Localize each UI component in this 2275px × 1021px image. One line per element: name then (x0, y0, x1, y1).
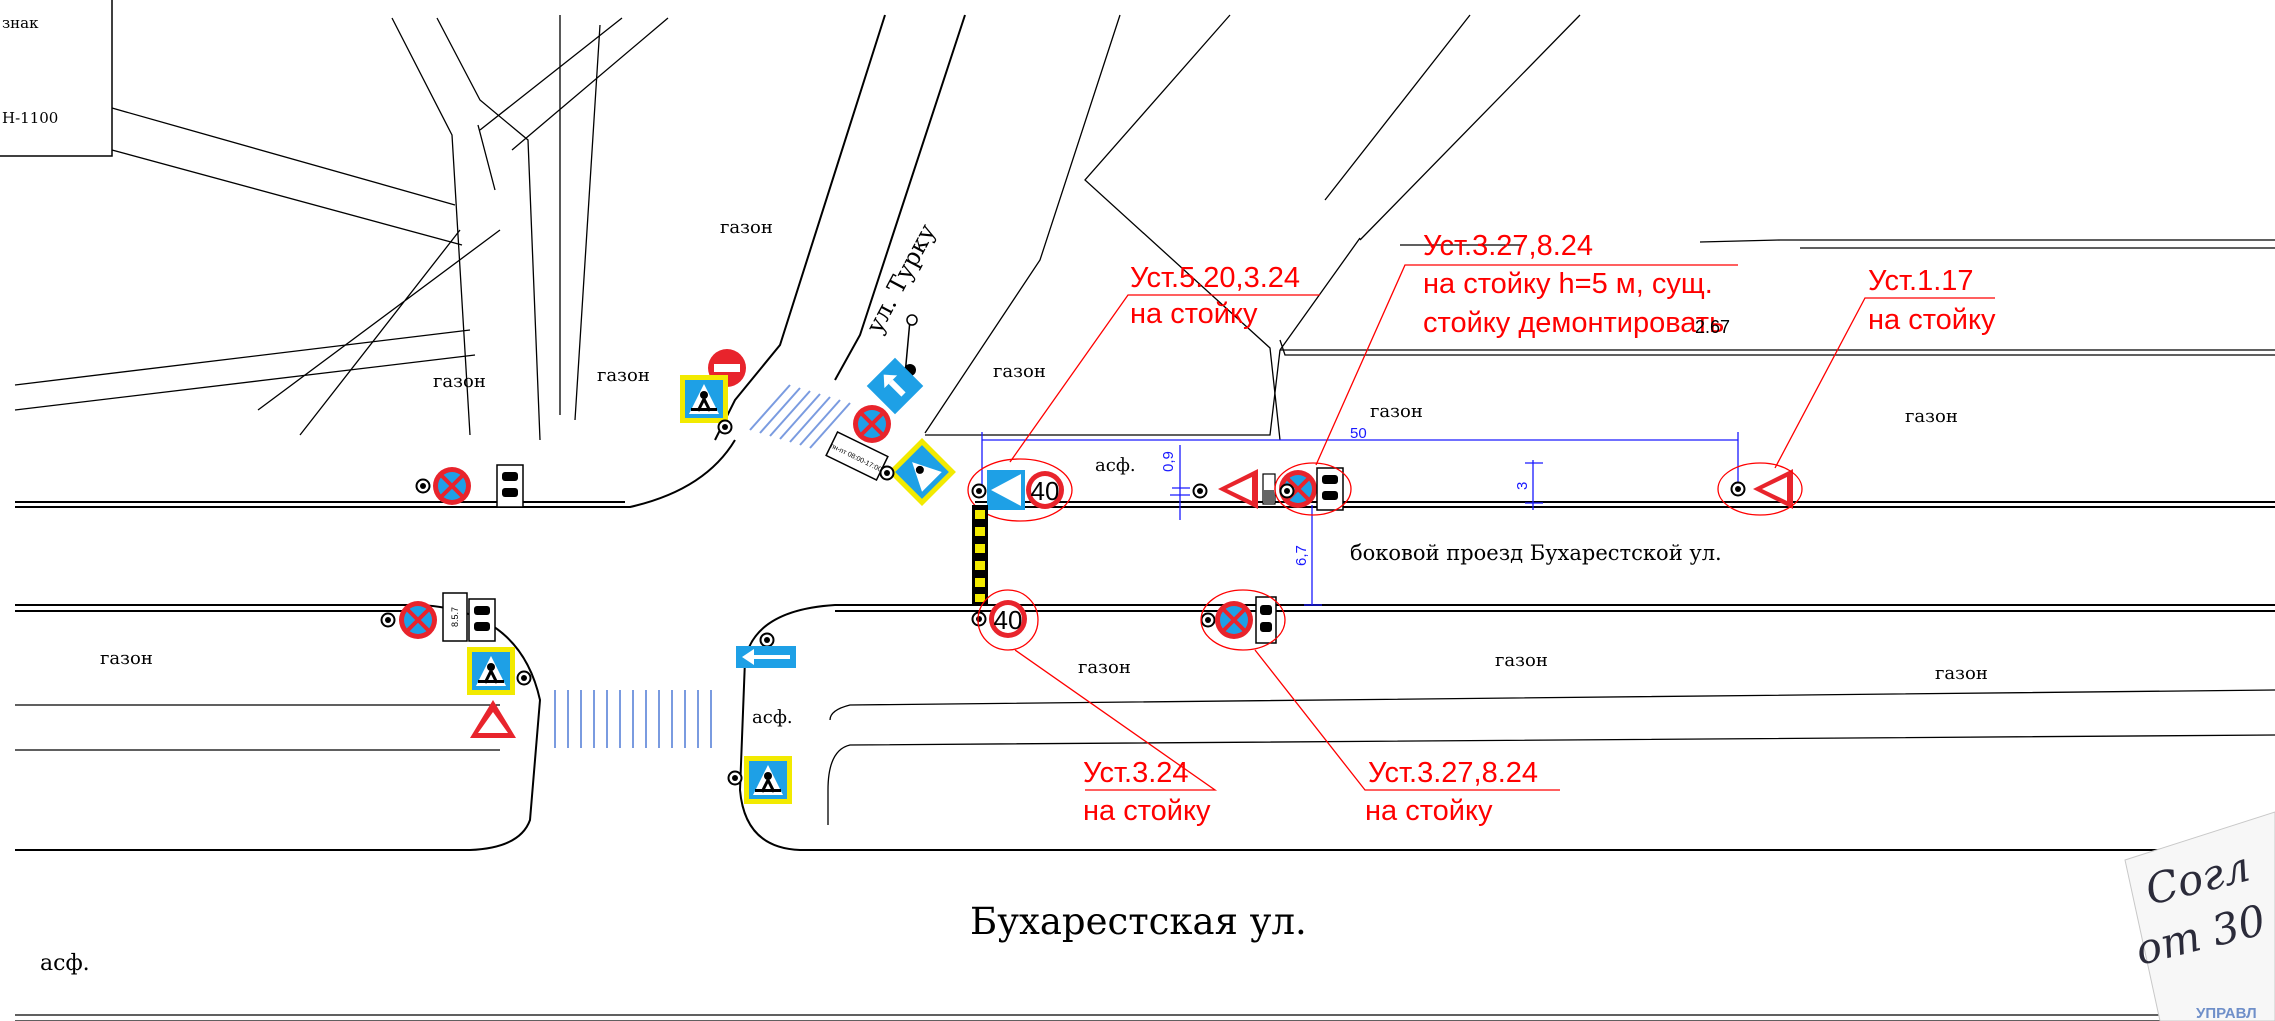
asphalt-label-3: асф. (40, 951, 90, 976)
barrier (972, 505, 988, 605)
pedestrian-crossing-sign-icon (678, 373, 730, 425)
title-block: знак Н-1100 (0, 0, 113, 157)
dimension-lines: 50 0,9 3 6,7 (981, 425, 1739, 606)
pole-icon (415, 478, 431, 494)
no-stopping-sign-icon (851, 403, 893, 445)
plate-857-text: 8.5.7 (450, 607, 460, 627)
annotation-a2: Уст.3.27,8.24 на стойку h=5 м, сущ. стой… (1423, 230, 1730, 339)
lane-direction-sign-icon (736, 646, 796, 668)
pedestrian-crossing-sign-icon (742, 754, 794, 806)
street-name-turku: ул. Турку (861, 219, 942, 337)
lawn-label-5: газон (1370, 401, 1423, 422)
dim-50: 50 (1350, 425, 1367, 442)
annotation-leaders (1009, 264, 1995, 791)
lawn-label-4: газон (993, 361, 1046, 382)
tow-truck-plate-icon (496, 464, 524, 508)
overlap-mark: 2.67 (1695, 317, 1730, 337)
highlight-ring (1200, 589, 1286, 651)
pole-icon (879, 465, 895, 481)
lawn-label-2: газон (433, 371, 486, 392)
dim-67: 6,7 (1293, 545, 1310, 566)
lawn-label-1: газон (720, 217, 773, 238)
annotation-a1: Уст.5.20,3.24 на стойку (1130, 262, 1300, 330)
annotation-a5-line1: Уст.3.27,8.24 (1368, 757, 1538, 789)
sign-cluster-lower-left: 8.5.7 (380, 592, 532, 738)
lawn-label-3: газон (597, 365, 650, 386)
pedestrian-crossing-sign-icon (888, 438, 956, 506)
no-stopping-sign-icon (1213, 599, 1255, 641)
sign-cluster-a4: 40 (971, 589, 1039, 651)
asphalt-label-2: асф. (752, 707, 793, 728)
pole-icon (516, 670, 532, 686)
lawn-label-9: газон (1495, 650, 1548, 671)
title-block-line1: знак (2, 14, 39, 32)
sign-cluster-a1: 40 (967, 458, 1073, 522)
street-edges (714, 14, 2275, 441)
highlight-ring (967, 458, 1073, 522)
pole-icon (1730, 481, 1746, 497)
asphalt-label-1: асф. (1095, 455, 1136, 476)
park-paths (14, 15, 669, 441)
dim-3: 3 (1514, 482, 1531, 490)
speed-limit-value: 40 (994, 605, 1023, 635)
lawn-label-8: газон (1078, 657, 1131, 678)
pole-icon (1200, 612, 1216, 628)
annotation-a5-line2: на стойку (1365, 795, 1493, 827)
title-block-line2: Н-1100 (2, 109, 58, 127)
annotation-a1-line1: Уст.5.20,3.24 (1130, 262, 1300, 294)
side-passage-label: боковой проезд Бухарестской ул. (1350, 541, 1722, 565)
pole-icon (971, 483, 987, 499)
annotation-a3-line1: Уст.1.17 (1868, 265, 1974, 297)
annotation-a2-line1: Уст.3.27,8.24 (1423, 230, 1593, 262)
highlight-ring (1717, 462, 1803, 516)
annotation-a1-line2: на стойку (1130, 298, 1258, 330)
no-stopping-sign-icon (397, 599, 439, 641)
annotation-a3-line2: на стойку (1868, 304, 1996, 336)
dim-09: 0,9 (1160, 451, 1177, 472)
sign-cluster-turku: пн-пт 08:00-17:00 (825, 314, 956, 506)
main-street-label: Бухарестская ул. (970, 900, 1307, 943)
annotation-a4: Уст.3.24 на стойку (1083, 757, 1211, 827)
annotation-a2-line3: стойку демонтировать (1423, 307, 1724, 339)
annotation-a2-line2: на стойку h=5 м, сущ. (1423, 268, 1713, 300)
pedestrian-crossing-sign-icon (465, 645, 517, 697)
annotation-a4-line1: Уст.3.24 (1083, 757, 1189, 789)
lawn-label-6: газон (1905, 406, 1958, 427)
annotation-a3: Уст.1.17 на стойку (1868, 265, 1996, 336)
no-stopping-sign-icon (431, 465, 473, 507)
give-way-triangle-icon (470, 700, 516, 738)
plate-857: 8.5.7 (442, 592, 468, 642)
pedestrian-zone-sign-icon (987, 470, 1025, 510)
annotation-a5: Уст.3.27,8.24 на стойку (1365, 757, 1538, 827)
stamp-fragment: УПРАВЛ (2196, 1005, 2257, 1021)
crosswalk-lower (554, 690, 712, 748)
annotation-a4-line2: на стойку (1083, 795, 1211, 827)
speed-limit-value: 40 (1031, 476, 1060, 506)
sign-cluster-lower-center (727, 632, 796, 806)
sign-cluster-a5 (1200, 589, 1286, 651)
pole-icon (1279, 483, 1295, 499)
tow-truck-plate-icon (468, 598, 496, 642)
tow-truck-plate-icon (1316, 467, 1344, 511)
area-labels: газон газон газон газон газон газон газо… (40, 217, 1988, 976)
sign-cluster-a3 (1717, 462, 1803, 516)
highlight-ring (1274, 462, 1352, 516)
handwritten-approval: Согл от 30 УПРАВЛ (2124, 811, 2275, 1021)
lawn-label-7: газон (100, 648, 153, 669)
crosswalk-upper (749, 384, 851, 449)
pole-icon (727, 770, 743, 786)
pole-icon (1192, 483, 1208, 499)
pole-icon (759, 632, 775, 648)
highlight-ring (977, 589, 1039, 651)
road-edges (15, 439, 2275, 1021)
lawn-label-10: газон (1935, 663, 1988, 684)
sign-cluster-a2 (1192, 462, 1352, 516)
pole-icon (717, 419, 733, 435)
pole-icon (380, 612, 396, 628)
